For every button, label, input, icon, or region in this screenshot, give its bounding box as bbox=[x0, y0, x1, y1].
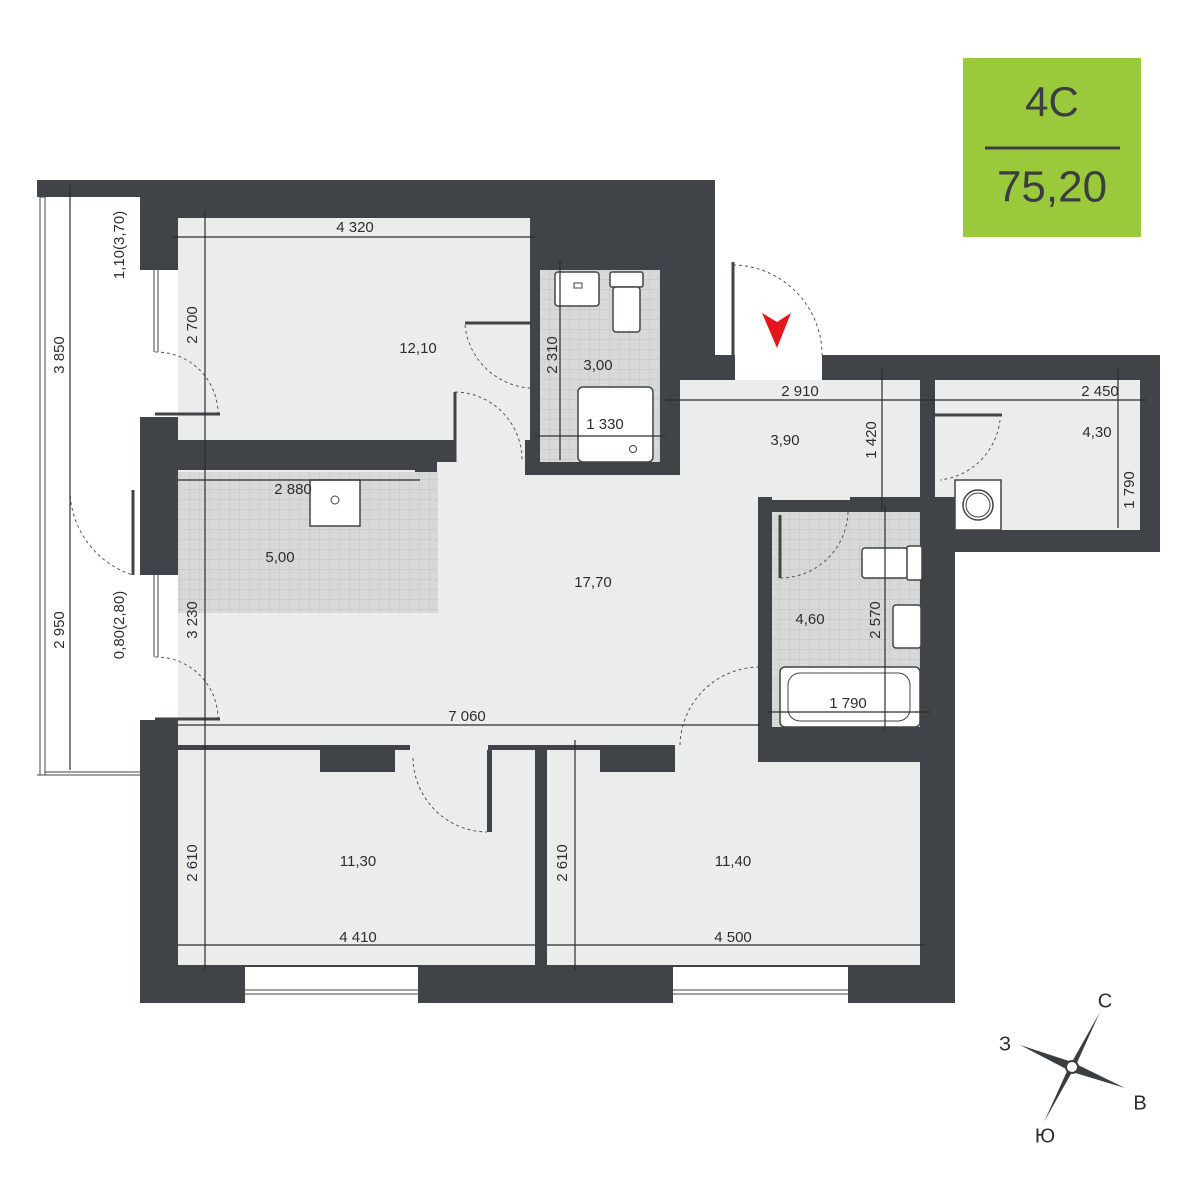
compass-east: В bbox=[1133, 1092, 1146, 1114]
area-bedroom-top: 12,10 bbox=[399, 340, 437, 357]
total-area: 75,20 bbox=[997, 163, 1107, 212]
dim-label: 2 610 bbox=[184, 844, 201, 882]
dim-label: 2 310 bbox=[544, 336, 561, 374]
apartment-badge: 4С 75,20 bbox=[963, 58, 1141, 237]
floors bbox=[178, 218, 1140, 965]
area-hall: 3,90 bbox=[770, 432, 799, 449]
dimension-labels: 4 320 1 330 2 910 2 450 2 880 1 790 7 06… bbox=[51, 211, 1138, 946]
area-wc: 3,00 bbox=[583, 357, 612, 374]
dim-label: 7 060 bbox=[448, 708, 486, 725]
dim-label: 3 230 bbox=[184, 601, 201, 639]
dim-label: 4 320 bbox=[336, 219, 374, 236]
dim-label: 2 700 bbox=[184, 306, 201, 344]
compass-west: З bbox=[999, 1033, 1011, 1055]
dim-label: 2 910 bbox=[781, 383, 819, 400]
dim-label: 1 790 bbox=[1121, 471, 1138, 509]
area-kitchen: 5,00 bbox=[265, 549, 294, 566]
area-living: 17,70 bbox=[574, 574, 612, 591]
compass-south: Ю bbox=[1035, 1125, 1055, 1147]
internal-walls bbox=[178, 270, 955, 965]
entrance-door[interactable] bbox=[731, 262, 823, 380]
dim-label: 4 500 bbox=[714, 929, 752, 946]
door-swings bbox=[69, 321, 1002, 833]
dim-label: 2 570 bbox=[867, 601, 884, 639]
dim-label: 3 850 bbox=[51, 336, 68, 374]
balcony-label: 1,10(3,70) bbox=[111, 211, 128, 279]
dim-label: 2 950 bbox=[51, 611, 68, 649]
windows bbox=[130, 270, 848, 1003]
area-storage: 4,30 bbox=[1082, 424, 1111, 441]
dim-label: 2 880 bbox=[274, 481, 312, 498]
compass-north: С bbox=[1098, 990, 1112, 1012]
dim-label: 1 420 bbox=[863, 421, 880, 459]
balcony bbox=[37, 196, 140, 776]
apartment-type: 4С bbox=[1025, 78, 1079, 125]
dimension-lines bbox=[69, 185, 1146, 970]
compass: С З В Ю bbox=[999, 990, 1147, 1147]
dim-label: 2 610 bbox=[554, 844, 571, 882]
balcony-label: 0,80(2,80) bbox=[111, 591, 128, 659]
area-bedroom-right: 11,40 bbox=[715, 853, 751, 870]
dim-label: 4 410 bbox=[339, 929, 377, 946]
area-bathroom: 4,60 bbox=[795, 611, 824, 628]
compass-rose-icon bbox=[1020, 1012, 1125, 1122]
entry-arrow-icon bbox=[762, 313, 791, 348]
kitchen-tiles bbox=[178, 472, 438, 613]
dim-label: 2 450 bbox=[1081, 383, 1119, 400]
dim-label: 1 790 bbox=[829, 695, 867, 712]
room-areas: 12,10 3,00 5,00 17,70 3,90 4,30 4,60 11,… bbox=[265, 340, 1111, 870]
dim-label: 1 330 bbox=[586, 416, 624, 433]
area-bedroom-left: 11,30 bbox=[340, 853, 376, 870]
